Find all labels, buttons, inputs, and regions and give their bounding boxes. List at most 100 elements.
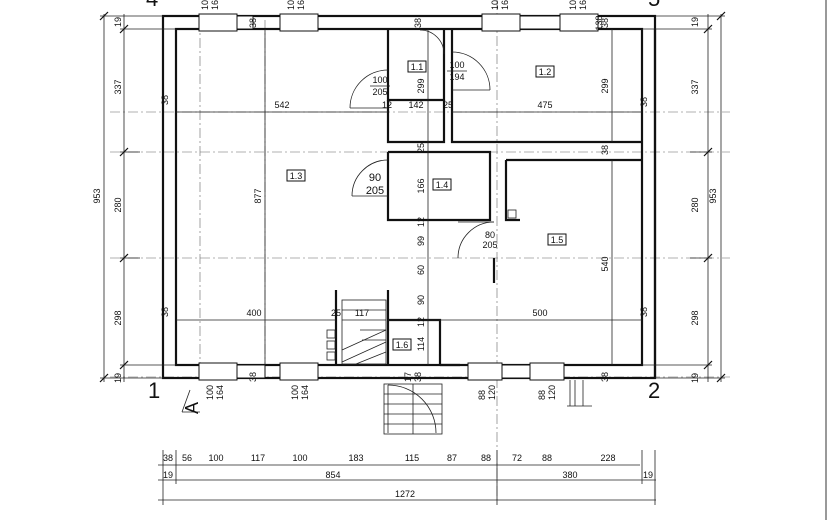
dim-label: 100 xyxy=(292,453,307,463)
dim-label: 142 xyxy=(408,100,423,110)
dim-label: 115 xyxy=(405,453,419,463)
interior-dimensions: 38 38 38 38 38 38 38 38 38 38 38 17 138 … xyxy=(160,15,649,382)
door-labels: 100 205 100 194 90 205 80 205 xyxy=(366,60,498,250)
bottom-dimension-chain: 38 56 100 117 100 183 115 87 88 72 88 22… xyxy=(158,450,656,505)
dim-label: 542 xyxy=(274,100,289,110)
windows xyxy=(198,13,599,381)
dim-label: 25 xyxy=(443,100,453,110)
window-label: 100 xyxy=(568,0,578,10)
dim-label: 280 xyxy=(113,197,123,212)
dim-label: 17 xyxy=(403,372,413,382)
dim-label: 1272 xyxy=(395,489,415,499)
window-labels: 100 164 100 164 100 164 100 164 100 164 … xyxy=(200,0,588,400)
section-marker: A xyxy=(181,389,202,414)
dim-label: 38 xyxy=(600,145,610,155)
axis-label-1: 1 xyxy=(148,378,160,403)
dim-label: 500 xyxy=(532,308,547,318)
dim-label: 38 xyxy=(413,18,423,28)
dim-label: 19 xyxy=(690,17,700,27)
window-label: 120 xyxy=(487,385,497,400)
dim-label: 38 xyxy=(163,453,173,463)
room-labels: 1.1 1.2 1.3 1.4 1.5 1.6 xyxy=(286,60,567,351)
window-label: 100 xyxy=(205,385,215,400)
window-label: 164 xyxy=(210,0,220,10)
window-label: 164 xyxy=(578,0,588,10)
dim-label: 854 xyxy=(325,470,340,480)
dim-label: 299 xyxy=(600,78,610,93)
dim-label: 99 xyxy=(416,236,426,246)
dim-label: 88 xyxy=(542,453,552,463)
dim-label: 166 xyxy=(416,178,426,193)
window-label: 100 xyxy=(286,0,296,10)
right-dimension-chain: 19 337 280 298 19 953 xyxy=(642,11,726,383)
dim-label: 100 xyxy=(208,453,223,463)
window-label: 164 xyxy=(296,0,306,10)
axis-label-2: 2 xyxy=(648,378,660,403)
grid-lines xyxy=(110,0,730,500)
dim-label: 19 xyxy=(113,17,123,27)
window-label: 120 xyxy=(547,385,557,400)
room-label-1-2: 1.2 xyxy=(539,67,552,77)
window-label: 88 xyxy=(477,390,487,400)
window-label: 88 xyxy=(537,390,547,400)
dim-label: 38 xyxy=(639,307,649,317)
dim-label: 56 xyxy=(182,453,192,463)
window-label: 100 xyxy=(200,0,210,10)
dim-label: 88 xyxy=(481,453,491,463)
door-label-height: 205 xyxy=(366,185,384,197)
room-label-1-6: 1.6 xyxy=(396,340,409,350)
dim-label: 38 xyxy=(600,18,610,28)
dim-label: 19 xyxy=(113,373,123,383)
dim-label: 60 xyxy=(416,265,426,275)
door-label-width: 100 xyxy=(372,75,387,85)
stairs xyxy=(326,209,517,435)
dim-label: 117 xyxy=(355,308,369,318)
door-label-width: 80 xyxy=(485,230,495,240)
dim-label: 38 xyxy=(248,18,258,28)
dim-label: 183 xyxy=(348,453,363,463)
window-label: 164 xyxy=(215,385,225,400)
door-label-height: 205 xyxy=(482,240,497,250)
axis-label-4: 4 xyxy=(146,0,158,11)
dim-label: 337 xyxy=(690,79,700,94)
left-dimension-chain: 19 337 280 298 19 953 xyxy=(92,11,176,383)
door-label-height: 205 xyxy=(372,87,387,97)
dim-label: 87 xyxy=(447,453,457,463)
dim-label: 298 xyxy=(690,310,700,325)
dim-label: 953 xyxy=(92,188,102,203)
window-label: 100 xyxy=(490,0,500,10)
dim-label: 38 xyxy=(413,372,423,382)
terrace-lines xyxy=(567,380,592,407)
dim-label: 19 xyxy=(690,373,700,383)
dim-label: 38 xyxy=(160,95,170,105)
dim-label: 400 xyxy=(246,308,261,318)
axis-label-5: 5 xyxy=(648,0,660,11)
dim-label: 299 xyxy=(416,78,426,93)
dim-label: 540 xyxy=(600,256,610,271)
dim-label: 337 xyxy=(113,79,123,94)
dim-label: 19 xyxy=(643,470,653,480)
dim-label: 117 xyxy=(251,453,265,463)
dim-label: 72 xyxy=(512,453,522,463)
room-label-1-1: 1.1 xyxy=(411,62,424,72)
dim-label: 280 xyxy=(690,197,700,212)
dim-label: 90 xyxy=(416,295,426,305)
dim-label: 12 xyxy=(416,317,426,327)
section-label: A xyxy=(182,402,202,414)
dim-label: 114 xyxy=(416,337,426,351)
dim-label: 38 xyxy=(600,372,610,382)
dim-label: 298 xyxy=(113,310,123,325)
room-label-1-3: 1.3 xyxy=(290,171,303,181)
outer-walls xyxy=(161,14,657,380)
window-label: 164 xyxy=(300,385,310,400)
dim-label: 25 xyxy=(331,308,341,318)
door-swings xyxy=(349,29,495,434)
room-label-1-4: 1.4 xyxy=(436,180,449,190)
dim-label: 380 xyxy=(562,470,577,480)
dim-label: 38 xyxy=(160,307,170,317)
window-label: 164 xyxy=(500,0,510,10)
window-label: 100 xyxy=(290,385,300,400)
dim-label: 138 xyxy=(594,15,604,30)
dim-label: 953 xyxy=(708,188,718,203)
